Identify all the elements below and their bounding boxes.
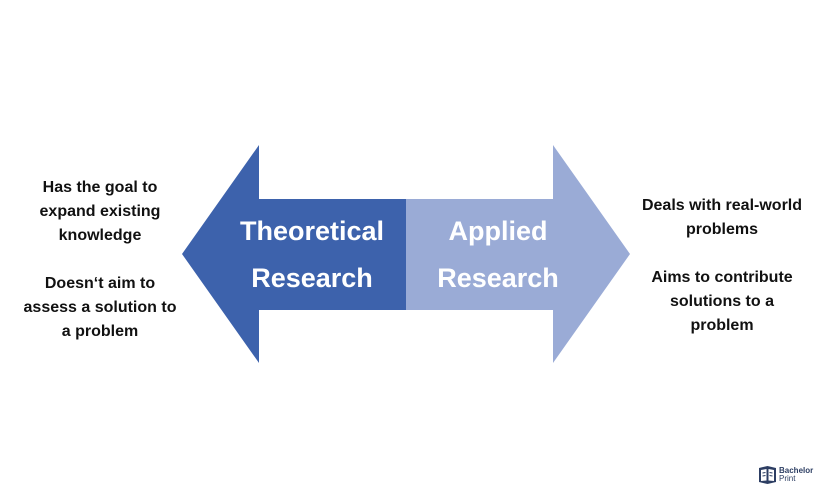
bachelorprint-logo: Bachelor Print xyxy=(758,464,820,488)
applied-note-real-world: Deals with real-world problems xyxy=(641,197,803,238)
theoretical-notes: Has the goal to expand existing knowledg… xyxy=(0,176,200,344)
applied-label-line2: Research xyxy=(437,263,559,293)
theoretical-research-arrow xyxy=(182,145,406,363)
theoretical-label-line1: Theoretical xyxy=(240,216,384,246)
applied-note-solutions: Aims to contribute solutions to a proble… xyxy=(651,269,793,334)
theoretical-note-solution: Doesn‘t aim to assess a solution to a pr… xyxy=(23,275,177,340)
theoretical-label-line2: Research xyxy=(251,263,373,293)
applied-label-line1: Applied xyxy=(449,216,548,246)
open-book-icon xyxy=(759,466,776,484)
applied-research-arrow xyxy=(406,145,630,363)
theoretical-note-goal: Has the goal to expand existing knowledg… xyxy=(39,179,161,244)
applied-notes: Deals with real-world problems Aims to c… xyxy=(622,194,822,338)
logo-word-print: Print xyxy=(779,474,796,483)
logo-word-bachelor: Bachelor xyxy=(779,466,814,475)
